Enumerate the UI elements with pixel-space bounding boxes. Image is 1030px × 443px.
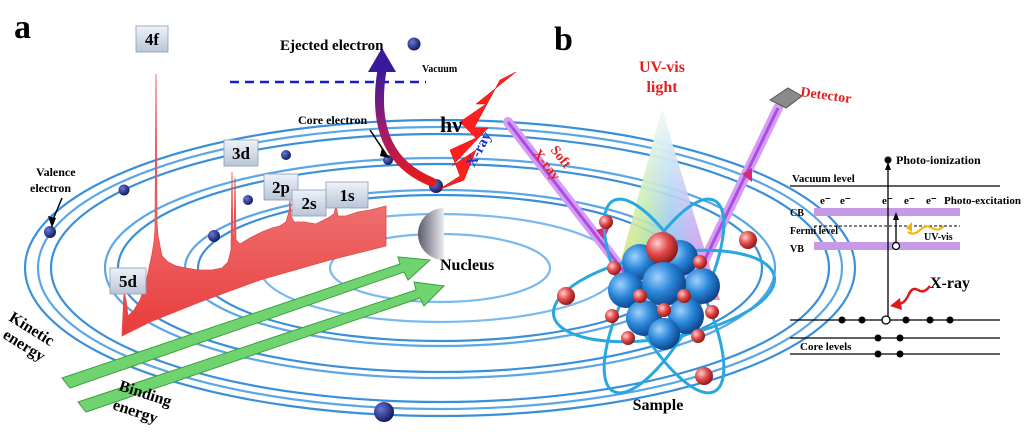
electron-icon <box>383 155 393 165</box>
panel-b: b <box>503 21 852 414</box>
orbit-3 <box>49 132 831 404</box>
cb-label: CB <box>790 208 804 219</box>
electron-icon <box>118 184 130 196</box>
soft-xray-label: Soft X-ray <box>529 143 573 183</box>
cb-band <box>814 208 960 216</box>
electron-icon <box>243 195 253 205</box>
level-2p: 2p <box>263 173 299 201</box>
electron-icon <box>208 230 220 242</box>
detector-icon <box>769 87 803 109</box>
vacuum-level-label: Vacuum level <box>792 173 855 185</box>
orbit-4 <box>103 156 777 380</box>
level-2s: 2s <box>291 189 327 217</box>
core-hole-icon <box>881 315 891 325</box>
svg-text:3d: 3d <box>232 144 251 163</box>
vb-hole-icon <box>891 241 901 251</box>
photo-ionization-label: Photo-ionization <box>896 153 981 167</box>
photon-label: hν <box>440 112 462 137</box>
xray-wiggle-arrow <box>897 285 931 306</box>
ejected-electron-label: Ejected electron <box>280 38 384 54</box>
ejection-arrowhead <box>368 48 396 72</box>
uvvis-label-1: UV-vis <box>639 59 685 76</box>
sample-label: Sample <box>633 397 684 414</box>
detector-beam <box>689 103 783 287</box>
svg-text:2s: 2s <box>301 194 317 213</box>
fermi-level-label: Fermi level <box>790 226 838 237</box>
electron-icon <box>44 226 56 238</box>
electron-icon <box>281 150 291 160</box>
orbit-2 <box>36 125 844 411</box>
electron-icon <box>557 287 575 305</box>
photo-ionization-electron-icon <box>884 156 892 164</box>
electron-icon <box>374 402 394 422</box>
binding-energy-arrow <box>77 281 446 413</box>
ejected-electron-icon <box>407 37 421 51</box>
cb-electron: e⁻ <box>926 195 937 207</box>
panel-a-letter: a <box>14 9 31 46</box>
valence-electron-label-1: Valence <box>36 165 76 179</box>
svg-text:5d: 5d <box>119 272 138 291</box>
core-electrons <box>838 316 954 358</box>
xps-spectrum <box>121 73 387 337</box>
svg-text:4f: 4f <box>145 30 160 49</box>
detector-label: Detector <box>799 85 852 107</box>
level-1s: 1s <box>325 181 369 209</box>
core-electron-label: Core electron <box>298 113 368 127</box>
svg-text:1s: 1s <box>339 186 355 205</box>
xray-diagram-label: X-ray <box>930 275 970 292</box>
kinetic-energy-arrow <box>61 256 432 389</box>
cb-electron: e⁻ <box>820 195 831 207</box>
panel-b-letter: b <box>554 21 573 58</box>
ejection-arrow <box>374 65 437 187</box>
uvvis-diagram-label: UV-vis <box>924 232 953 243</box>
orbit-1 <box>23 118 857 418</box>
level-4f: 4f <box>135 25 169 53</box>
core-levels-label: Core levels <box>800 341 852 353</box>
cb-electron: e⁻ <box>904 195 915 207</box>
valence-electron-label-2: electron <box>30 181 71 195</box>
svg-text:2p: 2p <box>272 178 290 197</box>
uvvis-wiggle-arrow <box>907 225 945 235</box>
energy-diagram: Vacuum level Photo-ionization CB e⁻ e⁻ e… <box>790 153 1021 358</box>
level-3d: 3d <box>223 139 259 167</box>
nucleus-shape <box>418 208 444 260</box>
vb-band <box>814 242 960 250</box>
lightning-bolt-icon <box>437 71 517 191</box>
vacuum-label: Vacuum <box>422 64 458 75</box>
electron-icon <box>599 215 613 229</box>
level-5d: 5d <box>109 267 147 295</box>
electron-icon <box>695 367 713 385</box>
nucleus-label: Nucleus <box>440 257 494 274</box>
atom-nucleus <box>605 232 720 350</box>
photo-excitation-label: Photo-excitation <box>944 195 1021 207</box>
vb-label: VB <box>790 244 804 255</box>
soft-xray-beam <box>503 117 637 287</box>
electron-icon <box>739 231 757 249</box>
uvvis-label-2: light <box>646 79 678 96</box>
cb-electron: e⁻ <box>840 195 851 207</box>
